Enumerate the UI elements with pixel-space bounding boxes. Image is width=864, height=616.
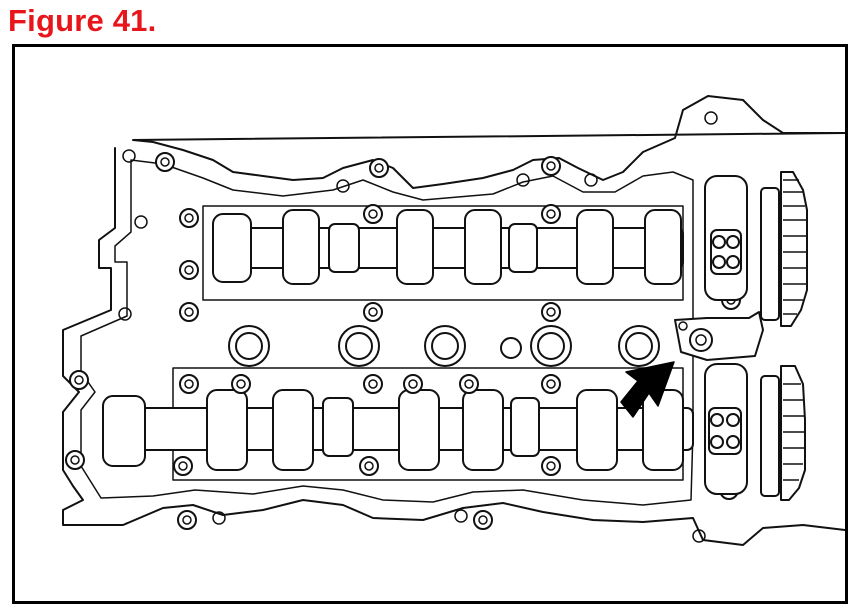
diagram-frame <box>12 44 848 604</box>
bearing-cap-bracket <box>674 311 764 361</box>
intake-sprocket <box>704 171 808 327</box>
upper-cam-carrier <box>202 205 684 301</box>
cylinder-head-outline <box>62 95 845 546</box>
lower-camshaft <box>102 389 694 471</box>
upper-camshaft <box>212 209 684 285</box>
gasket-inner-outline <box>80 159 694 506</box>
figure-title: Figure 41. <box>8 3 157 38</box>
black-arrow-icon <box>620 361 675 418</box>
exhaust-sprocket <box>704 363 806 501</box>
camshaft-illustration <box>62 95 845 546</box>
gasket-holes <box>118 111 718 543</box>
spark-plug-seals <box>228 325 660 367</box>
